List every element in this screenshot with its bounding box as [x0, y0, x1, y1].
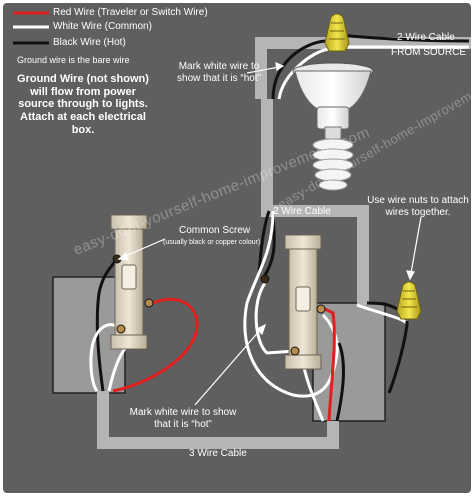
ground-note: Ground Wire (not shown) will flow from p…	[17, 73, 149, 136]
bottom-cable-label: 3 Wire Cable	[189, 448, 247, 459]
source-cable-label-line1: 2 Wire Cable	[397, 32, 455, 43]
callout-arrows	[117, 62, 422, 406]
wire-nut-icon	[324, 13, 350, 52]
source-cable	[255, 37, 471, 99]
switch-right-icon	[260, 234, 326, 370]
legend-black-label: Black Wire (Hot)	[53, 37, 126, 48]
legend-ground-label: Ground wire is the bare wire	[17, 55, 130, 65]
legend-white-label: White Wire (Common)	[53, 21, 152, 32]
wire-nut-icon	[396, 281, 422, 320]
callout-bottom-white: Mark white wire to show that it is “hot”	[129, 407, 237, 430]
diagram-canvas	[13, 11, 471, 449]
source-cable-label-line2: FROM SOURCE	[391, 47, 466, 58]
legend-red-label: Red Wire (Traveler or Switch Wire)	[53, 7, 208, 18]
switch-left-icon	[110, 214, 154, 350]
cable-sheaths	[97, 37, 471, 449]
cfl-bulb-icon	[312, 126, 354, 191]
right-switch-wires	[243, 210, 408, 422]
middle-cable-label: 2 Wire Cable	[273, 206, 331, 217]
wiring-diagram: Red Wire (Traveler or Switch Wire) White…	[3, 3, 471, 493]
callout-common-screw: Common Screw	[179, 225, 251, 236]
callout-wire-nuts: Use wire nuts to attach wires together.	[367, 195, 469, 218]
legend-swatches	[13, 11, 49, 45]
callout-top-white: Mark white wire to show that it is “hot”	[177, 61, 261, 84]
right-switch-box	[312, 302, 386, 422]
wire-nut-wires-down	[387, 321, 409, 394]
callout-common-screw-note: (usually black or copper colour)	[163, 239, 261, 246]
light-fixture-icon	[292, 62, 374, 130]
middle-cable	[261, 99, 369, 305]
bottom-cable	[97, 391, 339, 449]
